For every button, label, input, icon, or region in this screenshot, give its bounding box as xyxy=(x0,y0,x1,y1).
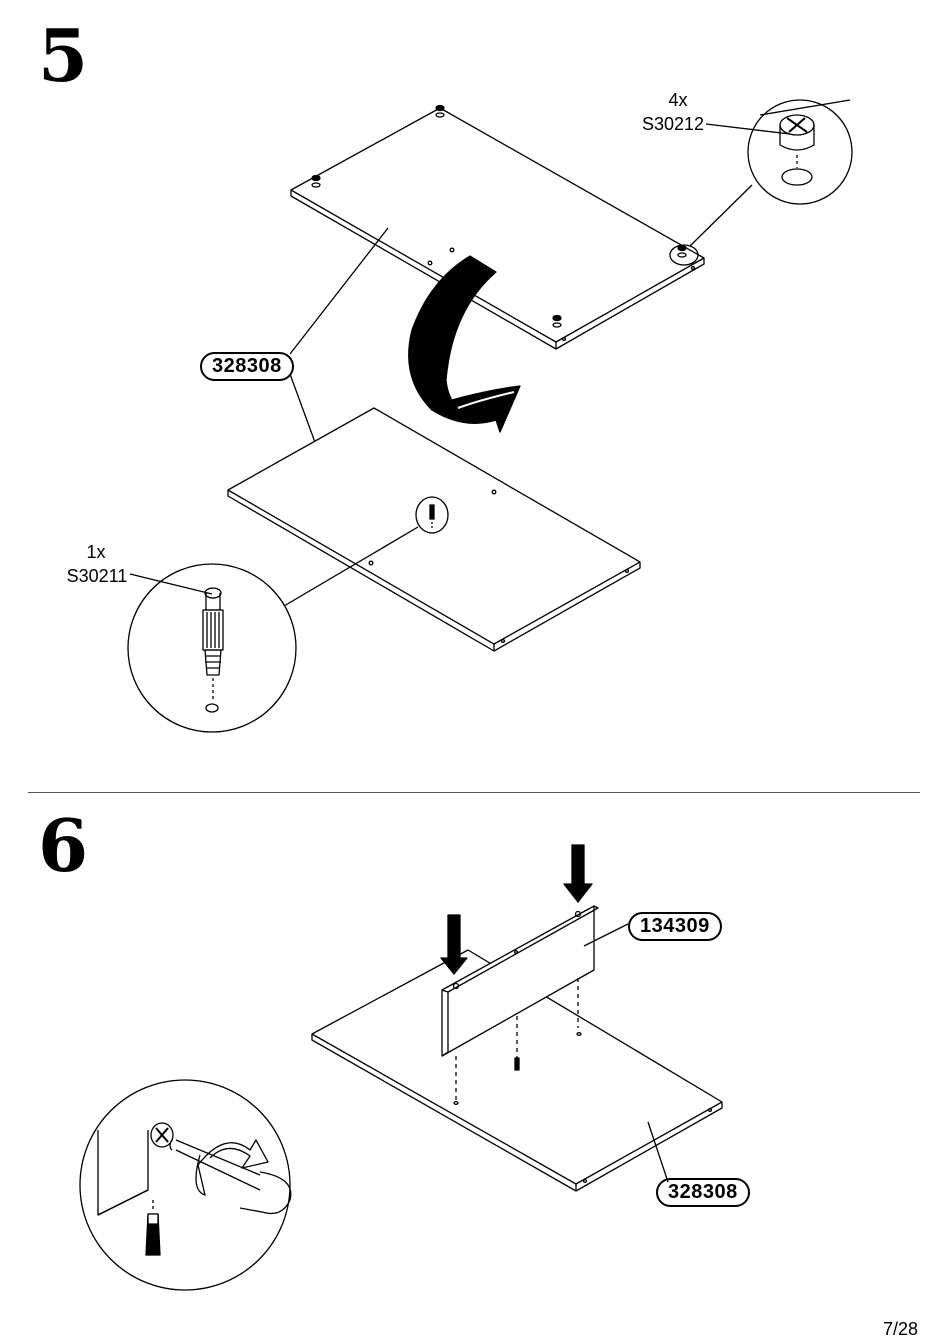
cam-fitting-detail xyxy=(690,100,852,246)
lower-panel-328308 xyxy=(228,408,640,651)
upper-panel-328308 xyxy=(291,106,704,350)
screwdriver-tighten-icon xyxy=(80,1080,291,1290)
connecting-bolt-icon xyxy=(128,564,296,732)
